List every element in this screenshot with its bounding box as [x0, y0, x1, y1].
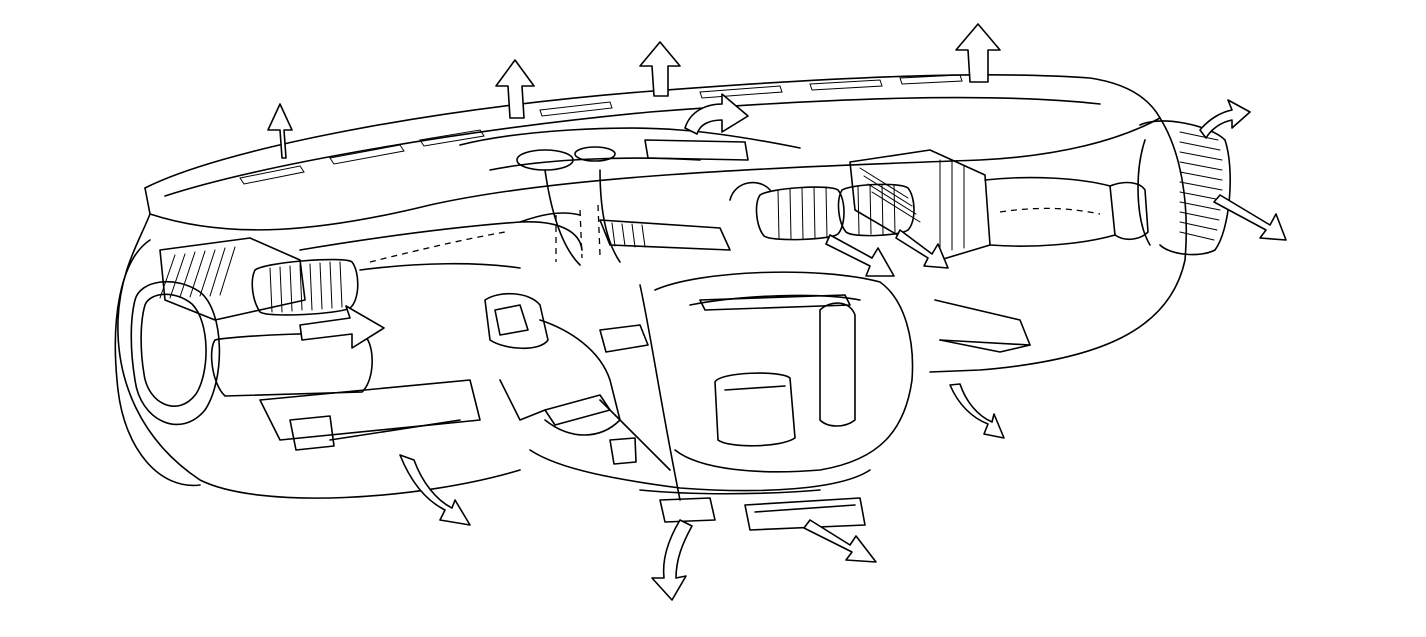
center-defroster-plenum	[459, 127, 801, 266]
steering-column-bracket	[484, 292, 671, 471]
airflow-arrows	[267, 23, 1287, 601]
airflow-arrow-up	[267, 103, 293, 159]
right-outlet-ribs	[1179, 131, 1223, 241]
left-outlet-vanes	[269, 261, 343, 313]
airflow-arrow-side	[1199, 99, 1251, 139]
left-end-cap	[114, 239, 221, 487]
right-center-louvers	[859, 159, 965, 251]
airflow-arrow-up	[639, 41, 681, 97]
center-outlets	[729, 181, 915, 241]
airflow-arrow-floor	[399, 454, 471, 526]
airflow-arrow-up	[495, 59, 535, 119]
instrument-panel-body	[117, 74, 1188, 499]
airflow-arrow-side	[299, 305, 385, 349]
left-main-duct	[299, 212, 583, 271]
left-duct-ribs	[159, 246, 236, 299]
left-side-outlet	[159, 237, 373, 397]
airflow-arrow-up	[955, 23, 1001, 83]
airflow-arrow-side	[895, 229, 949, 269]
airflow-arrow-side	[825, 234, 895, 277]
airflow-arrow-turn	[684, 93, 749, 135]
airflow-arrow-floor	[949, 383, 1005, 439]
right-side-duct	[849, 120, 1231, 261]
hvac-module	[529, 271, 914, 531]
airflow-arrow-floor	[651, 519, 693, 601]
airflow-arrow-floor	[803, 519, 877, 563]
airflow-arrow-side	[1213, 194, 1287, 241]
